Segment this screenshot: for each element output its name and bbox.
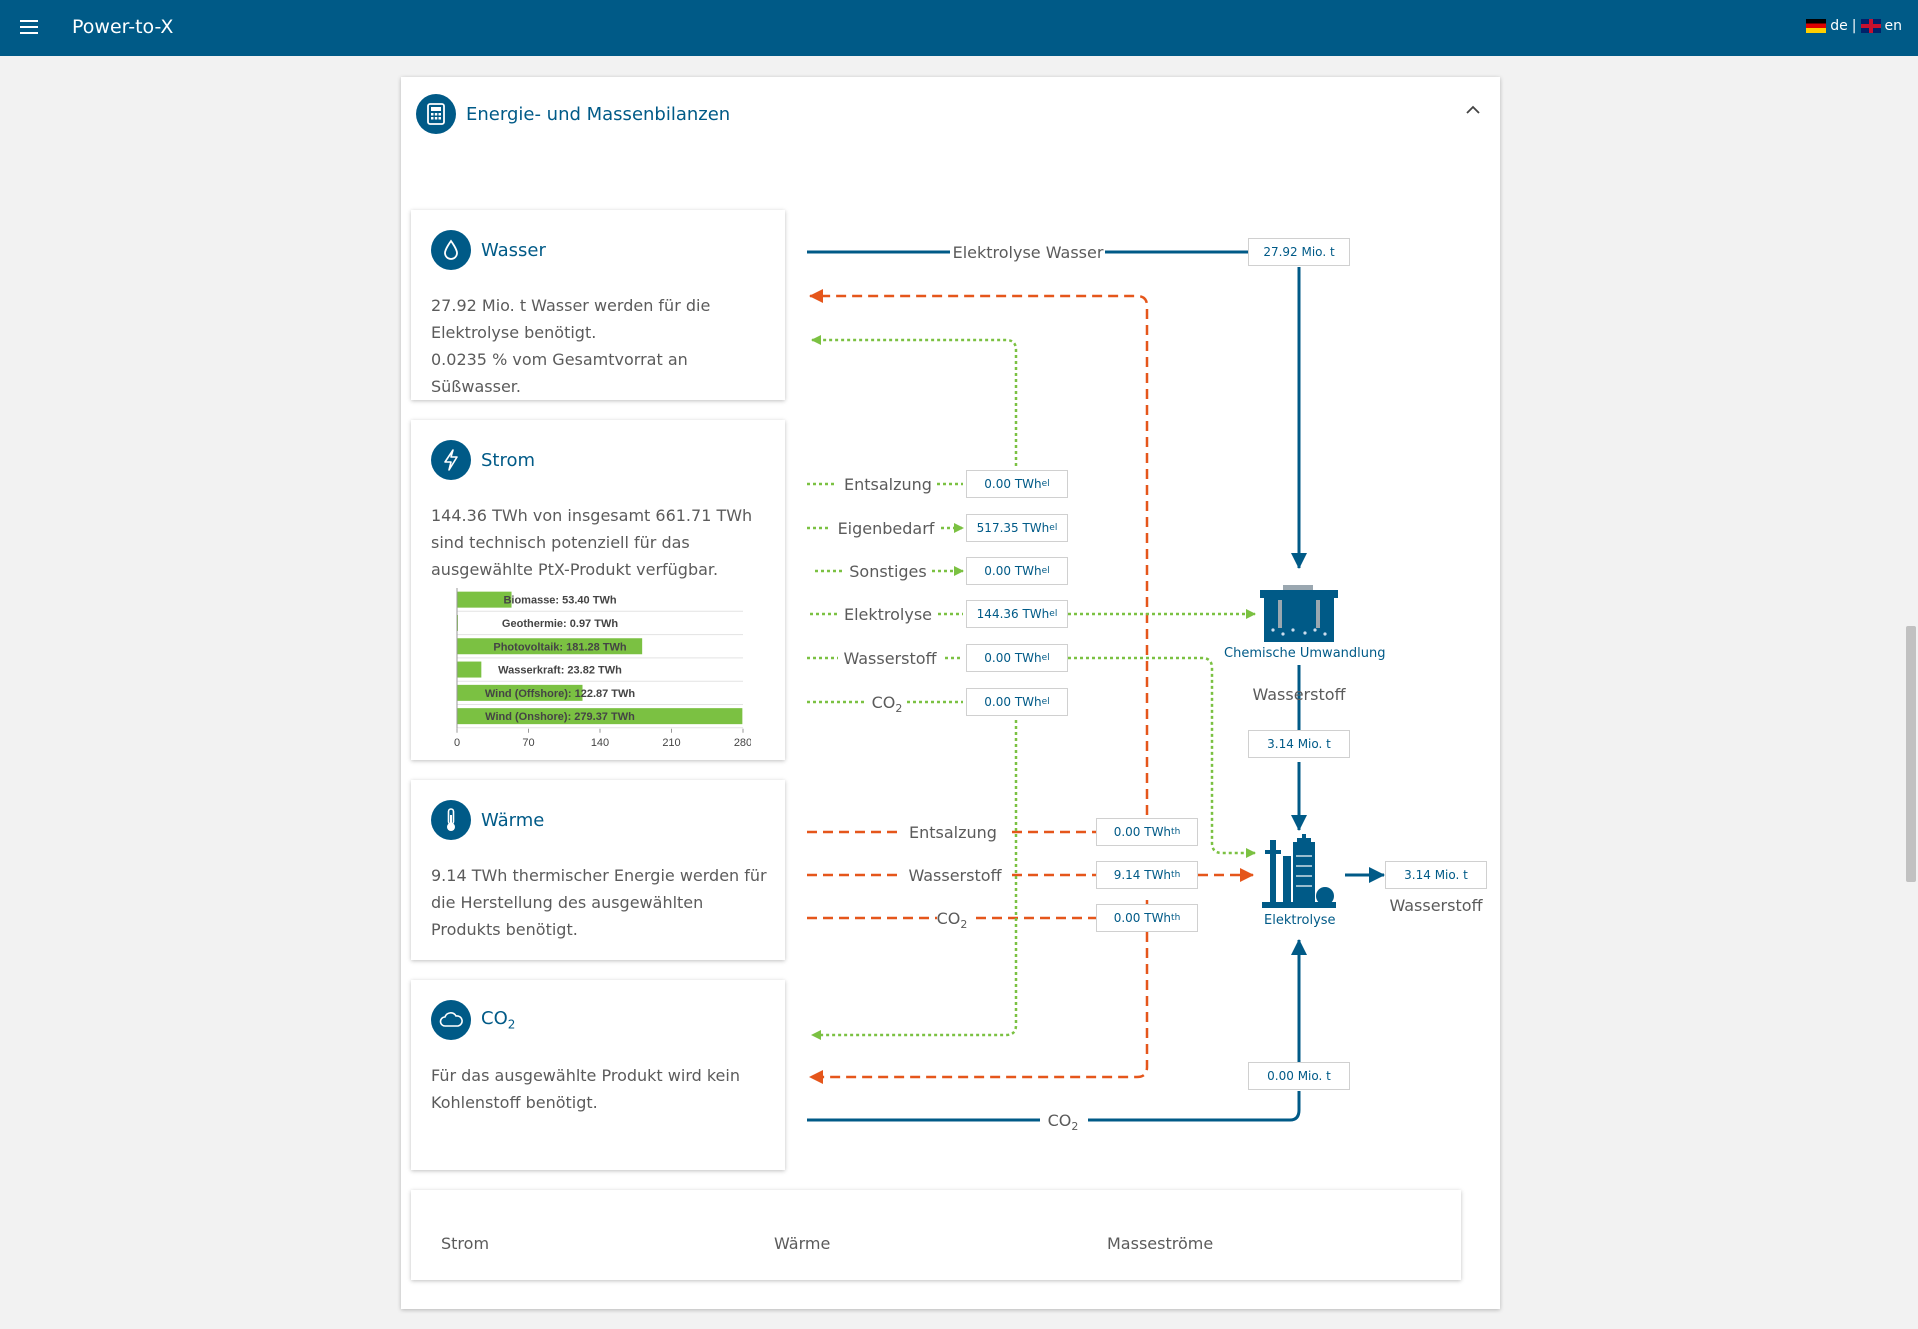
card-wasser: Wasser 27.92 Mio. t Wasser werden für di…	[411, 210, 785, 400]
chemical-conversion-icon	[1260, 585, 1338, 642]
mass-label-wasserstoff-out: Wasserstoff	[1389, 896, 1483, 915]
chart-x-tick-label: 140	[591, 737, 609, 748]
strom-label-eigenbedarf: Eigenbedarf	[838, 519, 935, 538]
chart-bar-label: Wind (Offshore): 122.87 TWh	[485, 688, 636, 700]
chart-bar-label: Wind (Onshore): 279.37 TWh	[485, 711, 635, 723]
strom-label-wasserstoff: Wasserstoff	[843, 649, 937, 668]
chart-x-tick-label: 0	[454, 737, 460, 748]
chart-bar	[457, 638, 643, 655]
strom-text: 144.36 TWh von insgesamt 661.71 TWh sind…	[431, 506, 753, 579]
mass-label-wasserstoff: Wasserstoff	[1252, 685, 1346, 704]
water-drop-icon	[431, 230, 471, 270]
chart-bar-label: Geothermie: 0.97 TWh	[502, 618, 618, 630]
chart-bar	[457, 661, 482, 678]
lang-en-link[interactable]: en	[1884, 18, 1903, 34]
card-strom: Strom 144.36 TWh von insgesamt 661.71 TW…	[411, 420, 785, 760]
strom-label-sonstiges: Sonstiges	[849, 562, 926, 581]
co2-text: Für das ausgewählte Produkt wird kein Ko…	[431, 1066, 740, 1112]
cloud-icon	[431, 1000, 471, 1040]
strom-label-entsalzung: Entsalzung	[844, 475, 932, 494]
mass-value-co2: 0.00 Mio. t	[1248, 1062, 1350, 1090]
language-switcher: de | en	[1806, 18, 1902, 34]
waerme-label-wasserstoff: Wasserstoff	[908, 866, 1002, 885]
mass-flows	[807, 250, 1385, 1122]
chart-x-tick-label: 210	[662, 737, 680, 748]
card-title-co2: CO2	[481, 1008, 516, 1032]
flow-label-elektrolyse-wasser: Elektrolyse Wasser	[953, 243, 1104, 262]
card-title-strom: Strom	[481, 449, 536, 471]
chart-bar-label: Wasserkraft: 23.82 TWh	[498, 665, 622, 677]
legend-mass: Masseströme	[1107, 1234, 1214, 1253]
chart-bar	[457, 708, 743, 725]
calculator-icon	[416, 94, 456, 134]
chart-x-tick-label: 280	[734, 737, 751, 748]
legend-waerme: Wärme	[774, 1234, 831, 1253]
mass-value-wasser: 27.92 Mio. t	[1248, 238, 1350, 266]
electrolysis-label: Elektrolyse	[1264, 913, 1336, 928]
chart-bar-label: Biomasse: 53.40 TWh	[503, 595, 616, 607]
wasser-text-1: 27.92 Mio. t Wasser werden für die Elekt…	[431, 296, 711, 342]
chevron-up-icon[interactable]	[1466, 103, 1480, 117]
uk-flag-icon[interactable]	[1860, 19, 1881, 33]
legend: Strom Wärme Masseströme	[411, 1190, 1461, 1280]
lang-de-link[interactable]: de	[1830, 18, 1848, 34]
mass-label-co2: CO2	[1048, 1111, 1079, 1133]
waerme-label-entsalzung: Entsalzung	[909, 823, 997, 842]
waerme-label-co2: CO2	[937, 909, 968, 931]
electrolysis-icon	[1262, 834, 1336, 908]
chart-x-tick-label: 70	[522, 737, 534, 748]
chart-bar	[457, 684, 583, 701]
card-title-waerme: Wärme	[481, 809, 545, 831]
legend-strom: Strom	[441, 1234, 490, 1253]
lang-separator: |	[1851, 18, 1857, 34]
heat-flows	[807, 289, 1254, 1084]
mass-value-h2-middle: 3.14 Mio. t	[1248, 730, 1350, 758]
electricity-flows	[807, 335, 1256, 1040]
scrollbar[interactable]	[1904, 56, 1918, 1329]
strom-label-co2: CO2	[872, 693, 903, 715]
card-waerme: Wärme 9.14 TWh thermischer Energie werde…	[411, 780, 785, 960]
app-title: Power-to-X	[72, 16, 174, 38]
menu-icon[interactable]	[20, 20, 38, 34]
chemical-conversion-label: Chemische Umwandlung	[1224, 646, 1386, 661]
top-app-bar: Power-to-X de | en	[0, 0, 1918, 56]
waerme-text: 9.14 TWh thermischer Energie werden für …	[431, 866, 767, 939]
panel-title: Energie- und Massenbilanzen	[466, 103, 731, 125]
strom-label-elektrolyse: Elektrolyse	[844, 605, 932, 624]
wasser-text-2: 0.0235 % vom Gesamtvorrat an Süßwasser.	[431, 350, 688, 396]
mass-value-h2-out: 3.14 Mio. t	[1385, 861, 1487, 889]
scrollbar-thumb[interactable]	[1906, 626, 1916, 882]
chart-bar-label: Photovoltaik: 181.28 TWh	[493, 641, 627, 653]
card-co2: CO2 Für das ausgewählte Produkt wird kei…	[411, 980, 785, 1170]
thermometer-icon	[431, 800, 471, 840]
card-title-wasser: Wasser	[481, 239, 546, 261]
chart-bar	[457, 591, 512, 608]
panel-header[interactable]: Energie- und Massenbilanzen	[416, 94, 730, 134]
german-flag-icon[interactable]	[1806, 19, 1827, 33]
lightning-icon	[431, 440, 471, 480]
